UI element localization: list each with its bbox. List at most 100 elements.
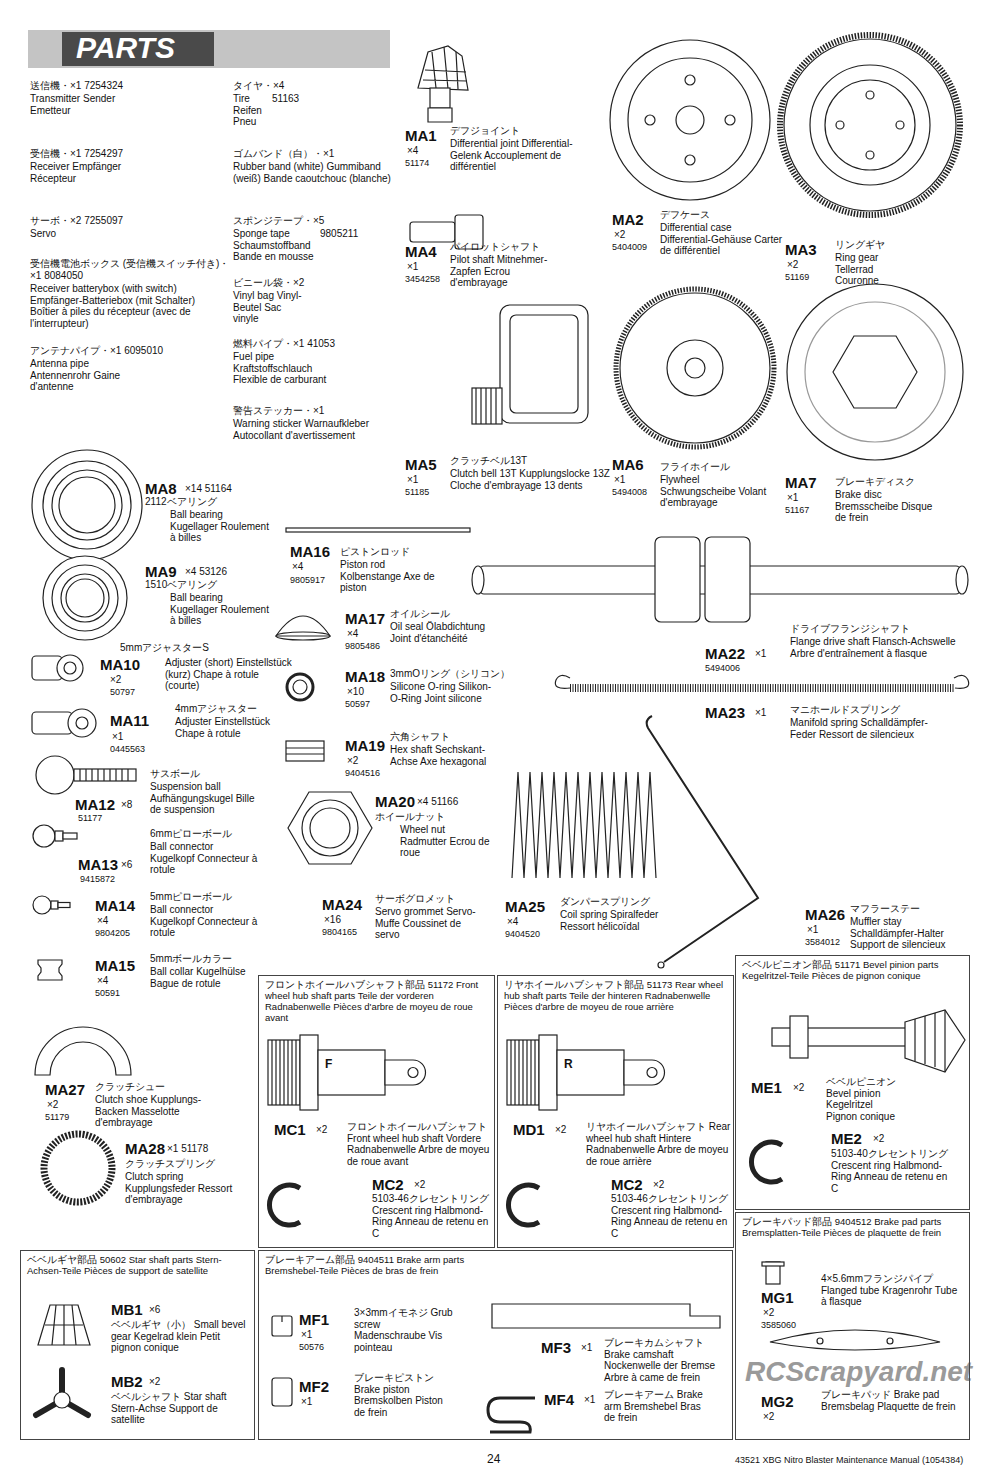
part-text: 5103-46クレセントリング Crescent ring Halbmond-R… bbox=[611, 1193, 731, 1239]
part-text: Transmitter Sender Emetteur bbox=[30, 93, 125, 116]
part-text: Clutch spring Kupplungsfeder Ressort d'e… bbox=[125, 1171, 245, 1206]
part-text: ×2 bbox=[653, 1179, 664, 1191]
part-text: 50597 bbox=[345, 699, 370, 709]
parts-group-box: ブレーキアーム部品 9404511 Brake arm parts Bremsh… bbox=[258, 1250, 733, 1440]
part-text: 4×5.6mmフランジパイプ Flanged tube Kragenrohr T… bbox=[821, 1273, 961, 1308]
part-code: MA6 bbox=[612, 456, 644, 473]
part-text: 5103-40クレセントリング Crescent ring Halbmond-R… bbox=[831, 1148, 956, 1194]
group-heading: ベベルギヤ部品 50602 Star shaft parts Stern-Ach… bbox=[27, 1255, 252, 1277]
part-text: パイロットシャフト bbox=[450, 241, 540, 253]
part-code: MD1 bbox=[513, 1121, 545, 1138]
part-text: ×10 bbox=[347, 686, 364, 698]
watermark: RCScrapyard.net bbox=[745, 1356, 972, 1388]
part-text: Pilot shaft Mitnehmer-Zapfen Ecrou d'emb… bbox=[450, 254, 570, 289]
part-text: ホイールナット bbox=[375, 811, 445, 823]
part-text: マフラーステー bbox=[850, 903, 920, 915]
part-code: MA27 bbox=[45, 1081, 85, 1098]
part-code: MA3 bbox=[785, 241, 817, 258]
part-code: MA24 bbox=[322, 896, 362, 913]
part-text: オイルシール bbox=[390, 608, 450, 620]
part-text: ×1 bbox=[755, 648, 766, 660]
part-text: ビニール袋・×2 bbox=[233, 277, 304, 289]
part-code: MF1 bbox=[299, 1311, 329, 1328]
part-text: Clutch bell 13T Kupplungslocke 13Z Cloch… bbox=[450, 468, 610, 491]
part-text: ベベルギヤ（小） Small bevel gear Kegelrad klein… bbox=[111, 1319, 251, 1354]
part-text: Receiver Empfänger Récepteur bbox=[30, 161, 125, 184]
part-text: 警告ステッカー・×1 bbox=[233, 405, 324, 417]
part-text: 51179 bbox=[45, 1112, 69, 1122]
part-text: ×1 bbox=[407, 261, 418, 273]
part-text: ×4 53126 bbox=[185, 566, 227, 578]
part-text: Flange drive shaft Flansch-Achswelle Arb… bbox=[790, 636, 965, 659]
part-code: MG1 bbox=[761, 1289, 794, 1306]
part-code: F bbox=[325, 1058, 332, 1072]
part-text: ×2 bbox=[47, 1099, 58, 1111]
part-code: MF2 bbox=[299, 1378, 329, 1395]
part-text: ×4 bbox=[97, 915, 108, 927]
part-text: Ring gear Tellerrad Couronne bbox=[835, 252, 905, 287]
part-text: Warning sticker Warnaufkleber Autocollan… bbox=[233, 418, 378, 441]
part-text: Clutch shoe Kupplungs-Backen Masselotte … bbox=[95, 1094, 225, 1129]
part-text: 9404520 bbox=[505, 929, 540, 939]
part-text: ピストンロッド bbox=[340, 546, 410, 558]
part-text: デフジョイント bbox=[450, 125, 520, 137]
part-text: ×2 bbox=[763, 1307, 774, 1319]
part-text: ブレーキカムシャフト Brake camshaft Nockenwelle de… bbox=[604, 1337, 729, 1383]
part-text: 9404516 bbox=[345, 768, 380, 778]
part-text: アンテナパイプ・×1 6095010 bbox=[30, 345, 163, 357]
part-code: MA25 bbox=[505, 898, 545, 915]
part-text: ×1 bbox=[407, 474, 418, 486]
part-text: ×6 bbox=[149, 1304, 160, 1316]
part-code: R bbox=[564, 1058, 573, 1072]
part-text: ×2 bbox=[414, 1179, 425, 1191]
part-code: MA8 bbox=[145, 480, 177, 497]
part-code: MA7 bbox=[785, 474, 817, 491]
part-code: MA9 bbox=[145, 563, 177, 580]
part-text: 3585060 bbox=[761, 1320, 796, 1330]
part-text: ×1 bbox=[584, 1394, 595, 1406]
group-heading: ベベルピニオン部品 51171 Bevel pinion parts Kegel… bbox=[742, 960, 967, 982]
part-text: デフケース bbox=[660, 209, 710, 221]
parts-group-box: フロントホイールハブシャフト部品 51172 Front wheel hub s… bbox=[258, 975, 495, 1248]
part-text: リヤホイールハブシャフト Rear wheel hub shaft Hinter… bbox=[586, 1121, 731, 1167]
part-text: Muffler stay Schalldämpfer-Halter Suppor… bbox=[850, 916, 965, 951]
part-text: 51185 bbox=[405, 487, 429, 497]
part-text: リングギヤ bbox=[835, 239, 885, 251]
part-text: クラッチシュー bbox=[95, 1081, 165, 1093]
part-text: ×6 bbox=[121, 859, 132, 871]
part-text: ゴムバンド（白）・×1 bbox=[233, 148, 334, 160]
part-code: MA14 bbox=[95, 897, 135, 914]
part-text: ×2 bbox=[347, 755, 358, 767]
part-text: ×4 bbox=[292, 561, 303, 573]
part-text: Silicone O-ring Silikon-O-Ring Joint sil… bbox=[390, 681, 500, 704]
part-text: Wheel nut Radmutter Ecrou de roue bbox=[400, 824, 490, 859]
page-number: 24 bbox=[487, 1453, 500, 1467]
part-text: 5mmピローボール bbox=[150, 891, 232, 903]
part-code: MA23 bbox=[705, 704, 745, 721]
part-text: Differential joint Differential-Gelenk A… bbox=[450, 138, 600, 173]
part-text: ×1 bbox=[581, 1342, 592, 1354]
part-text: ×1 51178 bbox=[167, 1143, 208, 1155]
part-text: Servo grommet Servo-Muffe Coussinet de s… bbox=[375, 906, 485, 941]
part-code: MA2 bbox=[612, 211, 644, 228]
part-text: 2112ベアリング bbox=[145, 496, 217, 508]
parts-group-box: リヤホイールハブシャフト部品 51173 Rear wheel hub shaf… bbox=[497, 975, 734, 1248]
part-text: 送信機・×1 7254324 bbox=[30, 80, 123, 92]
part-text: 1510ベアリング bbox=[145, 579, 217, 591]
part-text: 50576 bbox=[299, 1342, 324, 1352]
part-text: ブレーキディスク bbox=[835, 476, 915, 488]
part-code: MC1 bbox=[274, 1121, 306, 1138]
part-code: MA5 bbox=[405, 456, 437, 473]
part-text: サスボール bbox=[150, 768, 200, 780]
part-text: 9805486 bbox=[345, 641, 380, 651]
part-text: クラッチスプリング bbox=[125, 1158, 215, 1170]
parts-group-box: ベベルギヤ部品 50602 Star shaft parts Stern-Ach… bbox=[20, 1250, 255, 1440]
part-text: Adjuster Einstellstück Chape à rotule bbox=[175, 716, 275, 739]
part-text: ベベルシャフト Star shaft Stern-Achse Support d… bbox=[111, 1391, 251, 1426]
part-text: ×2 bbox=[614, 229, 625, 241]
part-text: Vinyl bag Vinyl-Beutel Sac vinyle bbox=[233, 290, 303, 325]
part-text: ダンパースプリング bbox=[560, 896, 650, 908]
part-code: MF4 bbox=[544, 1391, 574, 1408]
part-text: ×1 bbox=[614, 474, 625, 486]
part-text: フロントホイールハブシャフト Front wheel hub shaft Vor… bbox=[347, 1121, 492, 1167]
